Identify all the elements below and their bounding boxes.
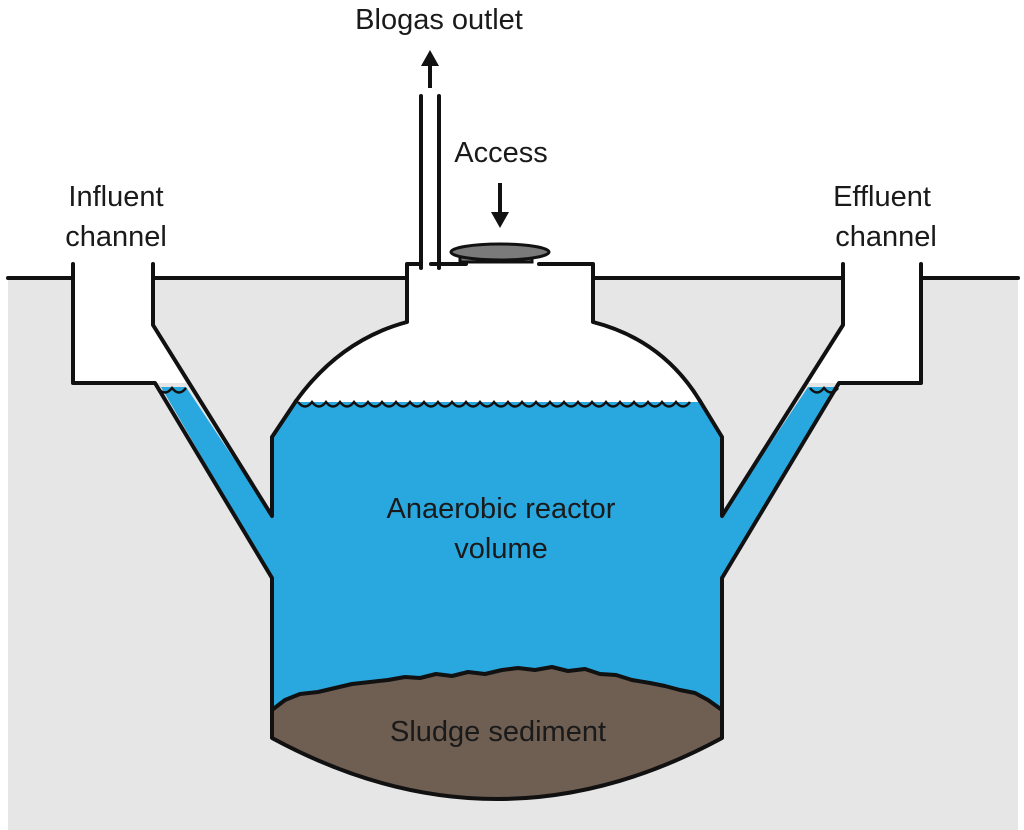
gas-space	[272, 264, 722, 437]
label-sludge-sediment: Sludge sediment	[390, 716, 606, 748]
effluent-channel	[808, 278, 921, 383]
label-reactor-line1: Anaerobic reactor	[387, 493, 616, 525]
label-influent-line2: channel	[65, 221, 167, 253]
structure-outline	[6, 94, 1020, 739]
label-biogas-outlet: Blogas outlet	[355, 4, 523, 36]
label-effluent-line1: Effluent	[833, 181, 931, 213]
sludge-sediment	[270, 665, 724, 801]
label-reactor-line2: volume	[454, 533, 548, 565]
label-influent-line1: Influent	[68, 181, 163, 213]
reactor-liquid	[272, 402, 722, 710]
influent-channel	[73, 278, 186, 383]
access-arrow	[491, 183, 509, 228]
reactor-surface-waves	[297, 399, 691, 408]
label-access: Access	[454, 137, 547, 169]
label-effluent-line2: channel	[835, 221, 937, 253]
biogas-outlet-arrow	[421, 50, 439, 88]
access-cover-top	[449, 242, 551, 262]
